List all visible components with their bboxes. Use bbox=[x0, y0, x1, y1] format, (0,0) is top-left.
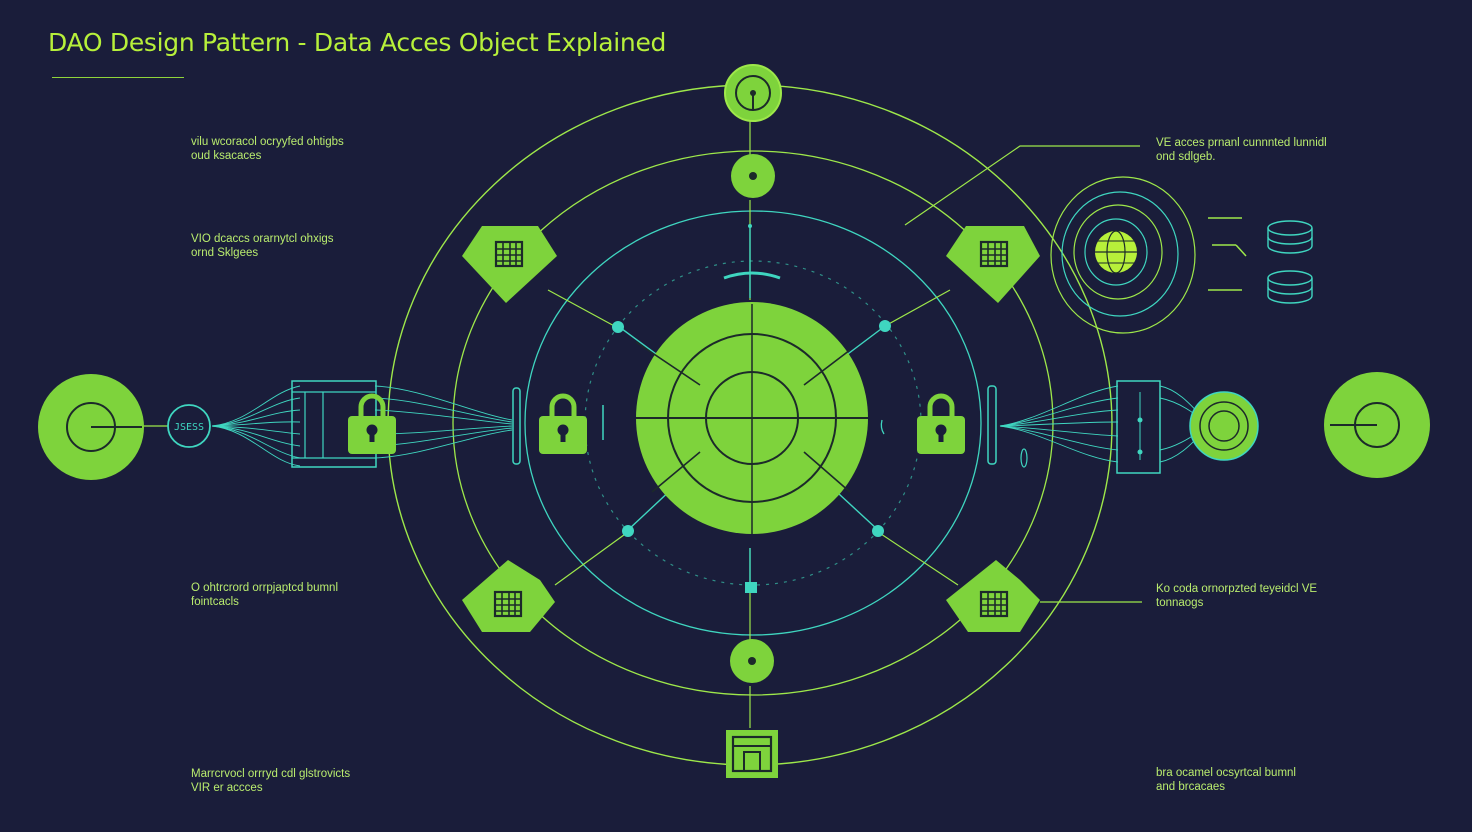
grid-node-bottom-right bbox=[946, 560, 1040, 632]
annotation-bottom-right: bra ocamel ocsyrtcal bumnl and brcacaes bbox=[1156, 767, 1296, 793]
right-gate-bar bbox=[987, 385, 997, 465]
core-top-arc bbox=[723, 271, 781, 280]
hub-label: JSESS bbox=[174, 422, 204, 433]
grid-node-top-right bbox=[946, 226, 1040, 303]
grid-node-bottom-left bbox=[462, 560, 555, 632]
annotation-low-left: O ohtrcrord orrpjaptcd bumnl fointcacls bbox=[191, 582, 339, 608]
signal-bars bbox=[1208, 217, 1247, 291]
annotation-bottom-left: Marrcrvocl orrryd cdl glstrovicts VIR er… bbox=[191, 768, 351, 794]
page-title: DAO Design Pattern - Data Acces Object E… bbox=[48, 28, 667, 57]
middle-orbit-ring bbox=[452, 150, 1054, 696]
connector-hub-node bbox=[167, 404, 211, 448]
left-gate-bar bbox=[512, 387, 521, 465]
right-fiber-bundle bbox=[999, 385, 1206, 463]
annotation-mid-left: VIO dcaccs orarnytcl ohxigs ornd Sklgees bbox=[191, 233, 334, 259]
inner-orbit-ring bbox=[524, 210, 982, 636]
title-underline bbox=[52, 77, 184, 78]
database-cylinders-icon bbox=[1267, 220, 1313, 304]
junction-nodes bbox=[612, 224, 891, 593]
annotation-top-right: VE acces prnanl cunnnted lunnidl ond sdl… bbox=[1156, 137, 1327, 163]
grid-node-top-left bbox=[462, 226, 557, 303]
right-adapter-box bbox=[1116, 380, 1161, 474]
inner-right-lock-icon bbox=[917, 396, 965, 454]
radar-globe-icon bbox=[1050, 176, 1196, 334]
annotation-top-left: vilu wcoracol ocryyfed ohtigbs oud ksaca… bbox=[191, 136, 344, 162]
annotation-low-right: Ko coda ornorpzted teyeidcl VE tonnaogs bbox=[1156, 583, 1318, 609]
inner-left-lock-icon bbox=[539, 396, 587, 454]
